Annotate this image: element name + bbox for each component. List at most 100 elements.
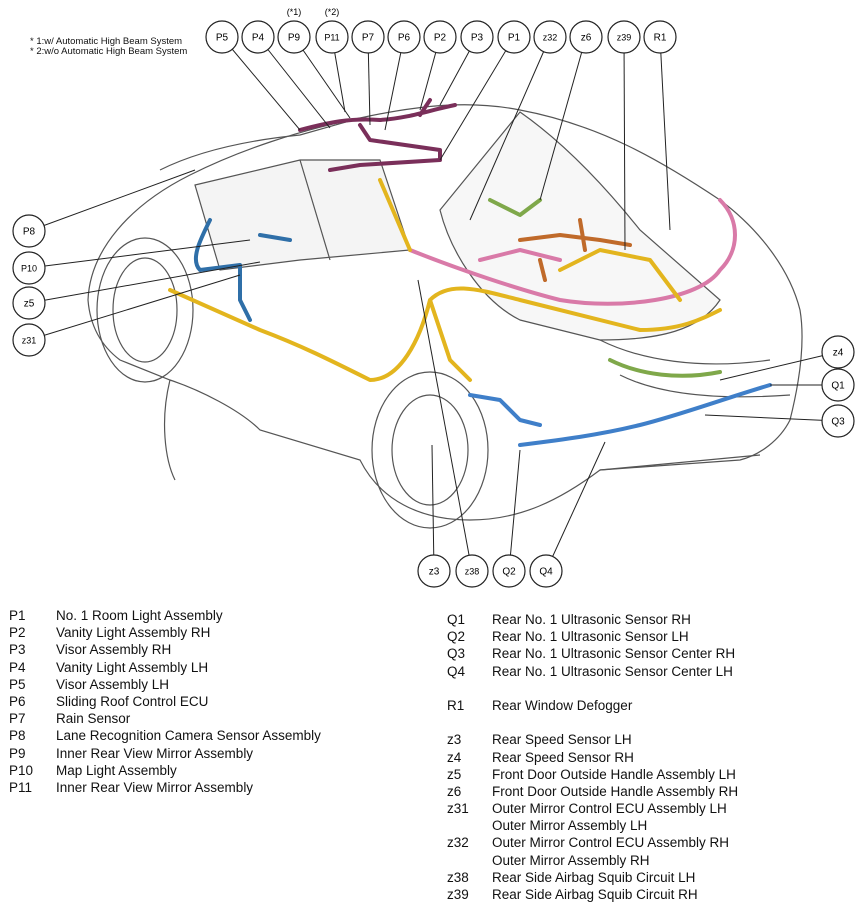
legend-desc: Sliding Roof Control ECU <box>56 693 209 709</box>
callout-label: P4 <box>252 33 265 44</box>
callout-label: R1 <box>654 33 667 44</box>
callout-p6: P6 <box>387 20 421 54</box>
callout-label: z6 <box>581 33 592 44</box>
legend-code: Q3 <box>447 646 466 662</box>
callout-q4: Q4 <box>529 554 563 588</box>
callout-circle <box>533 20 567 54</box>
callout-label: z3 <box>429 567 440 578</box>
leader-line <box>28 274 241 341</box>
legend-code: Q1 <box>447 612 466 627</box>
legend-desc: Rear Speed Sensor LH <box>492 732 632 748</box>
callout-circle <box>529 554 563 588</box>
leader-line <box>508 449 521 572</box>
callout-q1: Q1 <box>821 368 855 402</box>
callout-circle <box>492 554 526 588</box>
callout-z31: z31 <box>12 323 46 357</box>
callout-label: z32 <box>543 33 558 43</box>
legend-code: R1 <box>447 697 465 713</box>
callout-p7: P7 <box>351 20 385 54</box>
legend-desc: Rear No. 1 Ultrasonic Sensor RH <box>492 612 691 627</box>
footnote-2: * 2:w/o Automatic High Beam System <box>30 46 188 57</box>
legend-code: P10 <box>9 762 34 778</box>
callout-p5: P5 <box>205 20 239 54</box>
callout-r1: R1 <box>643 20 677 54</box>
leader-line <box>659 36 671 231</box>
callout-p11: P11(*2) <box>315 7 349 54</box>
callout-circle <box>387 20 421 54</box>
callout-circle <box>12 251 46 285</box>
rear-harness <box>518 218 632 282</box>
callout-p8: P8 <box>12 214 46 248</box>
legend-code: P9 <box>9 745 26 761</box>
callout-z4: z4 <box>821 335 855 369</box>
footnote-1: * 1:w/ Automatic High Beam System <box>30 36 183 47</box>
callout-circle <box>12 323 46 357</box>
callout-label: P9 <box>288 33 301 44</box>
legend-desc: Visor Assembly RH <box>56 642 172 658</box>
legend-desc: Rear Window Defogger <box>492 697 633 713</box>
callout-circle <box>315 20 349 54</box>
callout-label: z4 <box>833 348 844 359</box>
callout-z38: z38 <box>455 554 489 588</box>
callout-p1: P1 <box>497 20 531 54</box>
callout-p3: P3 <box>460 20 494 54</box>
legend-desc: Rear No. 1 Ultrasonic Sensor Center LH <box>492 663 733 679</box>
leader-line <box>539 36 587 201</box>
legend-desc: Outer Mirror Assembly LH <box>492 818 648 834</box>
leader-line <box>417 279 473 572</box>
callout-label: Q3 <box>831 417 845 428</box>
legend-desc: Front Door Outside Handle Assembly LH <box>492 766 736 782</box>
callout-label: P3 <box>471 33 484 44</box>
callout-circle <box>205 20 239 54</box>
callout-label: P1 <box>508 33 521 44</box>
legend-code: P1 <box>9 608 26 623</box>
legend-desc: Visor Assembly LH <box>56 676 170 692</box>
legend-code: z4 <box>447 749 462 765</box>
leader-line <box>28 169 196 232</box>
callout-circle <box>821 404 855 438</box>
callout-circle <box>423 20 457 54</box>
legend-desc: Rear Speed Sensor RH <box>492 749 634 765</box>
legend-desc: Lane Recognition Camera Sensor Assembly <box>56 728 321 744</box>
callout-z6: z6 <box>569 20 603 54</box>
legend-code: z3 <box>447 732 462 748</box>
floor-harness-pink <box>408 198 737 306</box>
legend-desc: Outer Mirror Control ECU Assembly LH <box>492 801 727 817</box>
leader-line <box>431 444 435 572</box>
legend-code: Q2 <box>447 629 466 645</box>
legend-code: P7 <box>9 711 26 727</box>
leader-line <box>469 36 551 221</box>
callout-p4: P4 <box>241 20 275 54</box>
legend-desc: No. 1 Room Light Assembly <box>56 608 223 623</box>
rear-wheel <box>371 371 489 529</box>
callout-p2: P2 <box>423 20 457 54</box>
legend-code: P5 <box>9 676 26 692</box>
callout-q3: Q3 <box>821 404 855 438</box>
callout-circle <box>821 368 855 402</box>
leader-line <box>623 36 626 251</box>
leader-line <box>221 36 301 131</box>
legend-code: P4 <box>9 659 26 675</box>
legend-desc: Outer Mirror Assembly RH <box>492 852 650 868</box>
legend-desc: Rain Sensor <box>56 711 131 727</box>
legend-code: z31 <box>447 801 469 817</box>
leader-line <box>545 441 606 572</box>
callout-z5: z5 <box>12 286 46 320</box>
callout-circle <box>277 20 311 54</box>
legend-code: z39 <box>447 887 469 902</box>
footnotes: * 1:w/ Automatic High Beam System * 2:w/… <box>30 37 187 57</box>
rear-bumper-harness <box>468 383 772 447</box>
legend-desc: Rear Side Airbag Squib Circuit RH <box>492 887 698 902</box>
callout-label: Q2 <box>502 567 516 578</box>
callout-circle <box>607 20 641 54</box>
callout-label: P7 <box>362 33 375 44</box>
legend-code: P3 <box>9 642 26 658</box>
callout-p10: P10 <box>12 251 46 285</box>
callout-label: z39 <box>617 33 632 43</box>
roof-harness <box>298 98 457 172</box>
leader-line <box>704 414 839 422</box>
legend-code: P2 <box>9 625 26 641</box>
leader-line <box>719 351 839 381</box>
callout-circle <box>12 214 46 248</box>
